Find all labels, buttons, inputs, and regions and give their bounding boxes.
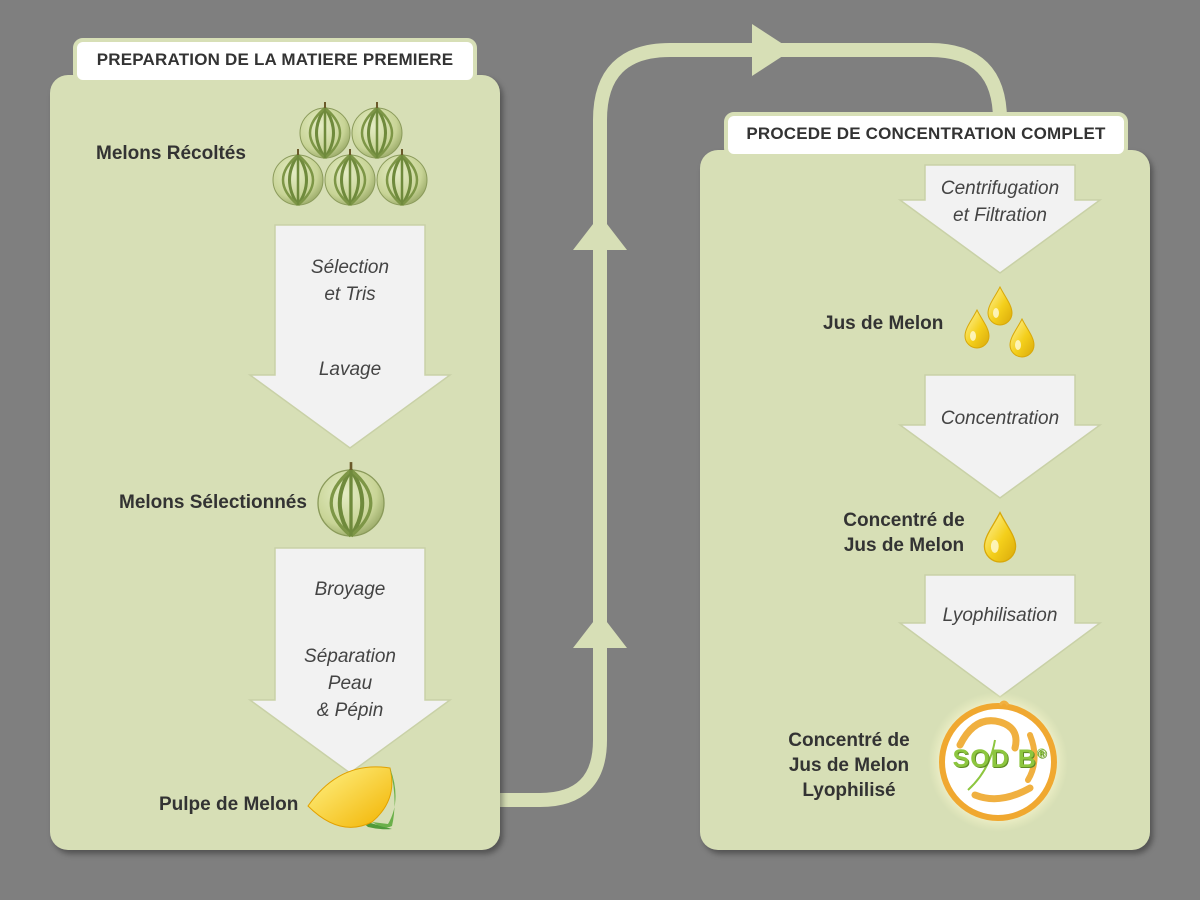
arrow-selection-washing	[247, 224, 453, 449]
step-separation-line2: Peau	[327, 673, 373, 694]
step-separation-line3: & Pépin	[316, 700, 384, 721]
node-melon-pulp: Pulpe de Melon	[159, 794, 299, 815]
left-panel-title: PREPARATION DE LA MATIERE PREMIERE	[73, 38, 477, 84]
node-selected-melons: Melons Sélectionnés	[119, 492, 307, 513]
arrow-centrifugation	[897, 164, 1103, 274]
melon-icon	[271, 100, 429, 207]
connector-arrowhead-up-upper	[573, 215, 627, 250]
step-washing: Lavage	[318, 359, 382, 380]
step-crushing: Broyage	[314, 579, 386, 600]
melon-slice-icon	[307, 766, 396, 830]
step-centrifugation-line1: Centrifugation	[940, 178, 1060, 199]
melon-icon	[316, 460, 386, 538]
left-panel	[50, 75, 500, 850]
sodb-logo-registered: ®	[1036, 745, 1048, 761]
node-concentrate-line1: Concentré de	[843, 510, 965, 531]
sodb-logo-icon	[928, 692, 1068, 832]
step-concentration: Concentration	[940, 408, 1060, 429]
step-separation-line1: Séparation	[304, 646, 396, 667]
step-selection-line2: et Tris	[324, 284, 376, 305]
node-melon-juice: Jus de Melon	[823, 313, 944, 334]
node-juice-concentrate: Concentré de Jus de Melon	[830, 508, 978, 558]
juice-drop-icon	[983, 511, 1017, 563]
right-panel-title: PROCEDE DE CONCENTRATION COMPLET	[724, 112, 1128, 158]
node-freeze-dried-line1: Concentré de	[788, 730, 910, 751]
connector-arrowhead-up-lower	[573, 613, 627, 648]
node-freeze-dried-line2: Jus de Melon	[788, 755, 910, 776]
sodb-logo-text: SOD B®	[940, 745, 1060, 774]
arrow-concentration	[897, 374, 1103, 499]
right-panel	[700, 150, 1150, 850]
step-lyophilisation: Lyophilisation	[942, 605, 1058, 626]
sodb-logo-wordmark: SOD B	[952, 745, 1037, 773]
node-freeze-dried-line3: Lyophilisé	[802, 780, 896, 801]
node-freeze-dried-concentrate: Concentré de Jus de Melon Lyophilisé	[775, 728, 923, 803]
node-concentrate-line2: Jus de Melon	[843, 535, 965, 556]
step-centrifugation-filtration: Centrifugation et Filtration	[925, 175, 1075, 229]
connector-arrowhead-right	[752, 24, 792, 76]
step-selection-line1: Sélection	[310, 257, 390, 278]
node-harvested-melons: Melons Récoltés	[96, 143, 246, 164]
juice-drop-icon	[964, 286, 1035, 358]
step-separation: Séparation Peau & Pépin	[275, 643, 425, 724]
step-selection-sorting: Sélection et Tris	[275, 254, 425, 308]
step-centrifugation-line2: et Filtration	[953, 205, 1047, 226]
arrow-crushing-separation	[247, 547, 453, 774]
arrow-lyophilisation	[897, 574, 1103, 698]
